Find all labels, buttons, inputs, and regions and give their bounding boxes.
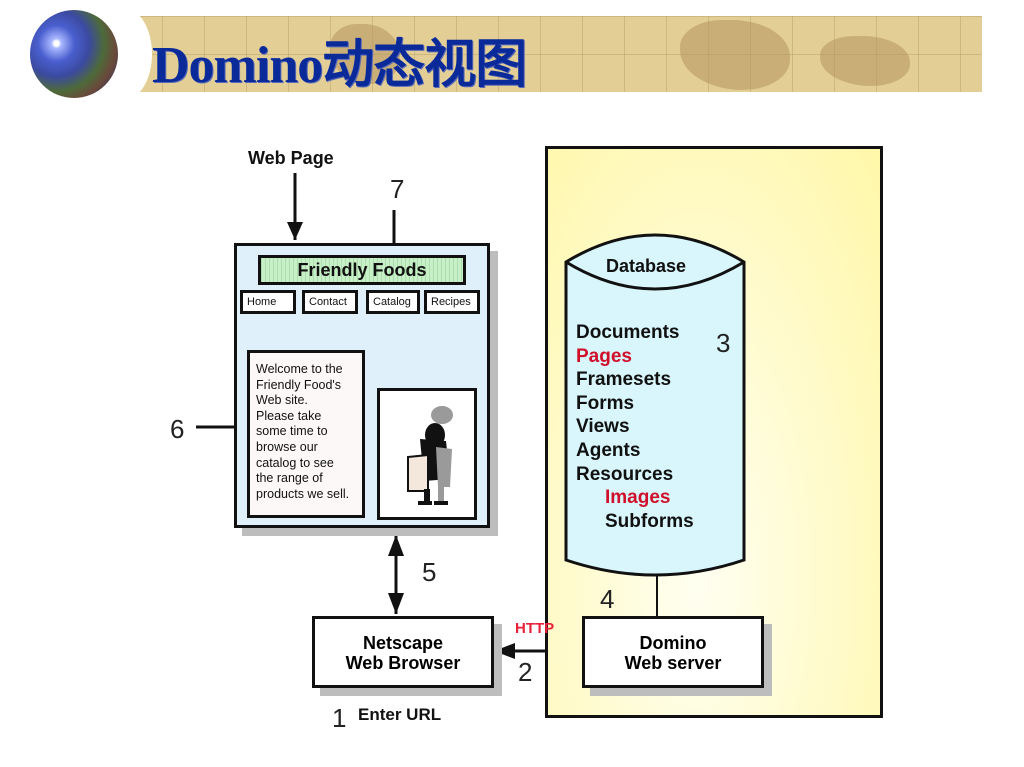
server-line-2: Web server — [624, 653, 722, 673]
enter-url-label: Enter URL — [358, 705, 442, 724]
site-header: Friendly Foods — [258, 255, 466, 285]
server-line-1: Domino — [639, 633, 707, 653]
step-5-arrowhead-up — [388, 535, 404, 556]
database-title: Database — [606, 256, 687, 276]
database-item-subforms: Subforms — [605, 510, 694, 532]
database-item-images: Images — [605, 487, 671, 509]
nav-button-contact[interactable]: Contact — [302, 290, 358, 314]
welcome-line: Please take — [256, 408, 322, 423]
globe-icon — [30, 10, 118, 98]
database-item-framesets: Framesets — [576, 369, 672, 391]
welcome-line: Friendly Food's — [256, 377, 342, 392]
database-item-pages: Pages — [576, 345, 632, 367]
title-banner — [120, 16, 982, 92]
http-arrowhead-left — [494, 643, 515, 659]
web-page-arrowhead — [287, 222, 303, 240]
database-item-views: Views — [576, 416, 630, 438]
welcome-line: browse our — [256, 439, 318, 454]
web-page-label: Web Page — [248, 148, 334, 168]
chef-icon — [407, 406, 453, 505]
step-1-label: 1 — [332, 703, 347, 733]
banner-map-landmass — [820, 36, 910, 86]
step-6-label: 6 — [170, 414, 185, 444]
database-top-rim — [565, 260, 745, 291]
welcome-line: Welcome to the — [256, 362, 343, 376]
banner-map-landmass — [680, 20, 790, 90]
database-item-forms: Forms — [576, 392, 635, 414]
nav-button-catalog[interactable]: Catalog — [366, 290, 420, 314]
http-label: HTTP — [515, 620, 555, 637]
welcome-line: catalog to see — [256, 455, 334, 470]
domino-server-box: Domino Web server — [582, 616, 764, 688]
step-3-label: 3 — [716, 328, 731, 358]
banner-map-landmass — [330, 24, 400, 84]
step-4-label: 4 — [600, 584, 615, 614]
database-cylinder — [564, 233, 746, 618]
welcome-line: Web site. — [256, 393, 308, 408]
welcome-line: the range of — [256, 471, 323, 486]
welcome-line: some time to — [256, 424, 328, 439]
database-item-list: Documents Pages Framesets Forms Views Ag… — [576, 321, 694, 533]
slide-title: Domino动态视图 — [152, 37, 527, 94]
chef-image-box — [377, 388, 477, 520]
step-5-arrowhead-down — [388, 593, 404, 614]
database-item-agents: Agents — [576, 439, 641, 461]
nav-button-home[interactable]: Home — [240, 290, 296, 314]
step-5-label: 5 — [422, 557, 437, 587]
welcome-text-box: Welcome to the Friendly Food's Web site.… — [247, 350, 365, 518]
database-item-documents: Documents — [576, 322, 680, 343]
netscape-browser-box: Netscape Web Browser — [312, 616, 494, 688]
step-2-label: 2 — [518, 657, 533, 687]
browser-line-2: Web Browser — [345, 653, 461, 673]
database-body — [564, 233, 746, 577]
database-item-resources: Resources — [576, 463, 674, 485]
browser-line-1: Netscape — [362, 633, 444, 653]
step-7-label: 7 — [390, 174, 405, 204]
nav-button-recipes[interactable]: Recipes — [424, 290, 480, 314]
welcome-line: products we sell. — [256, 486, 350, 501]
